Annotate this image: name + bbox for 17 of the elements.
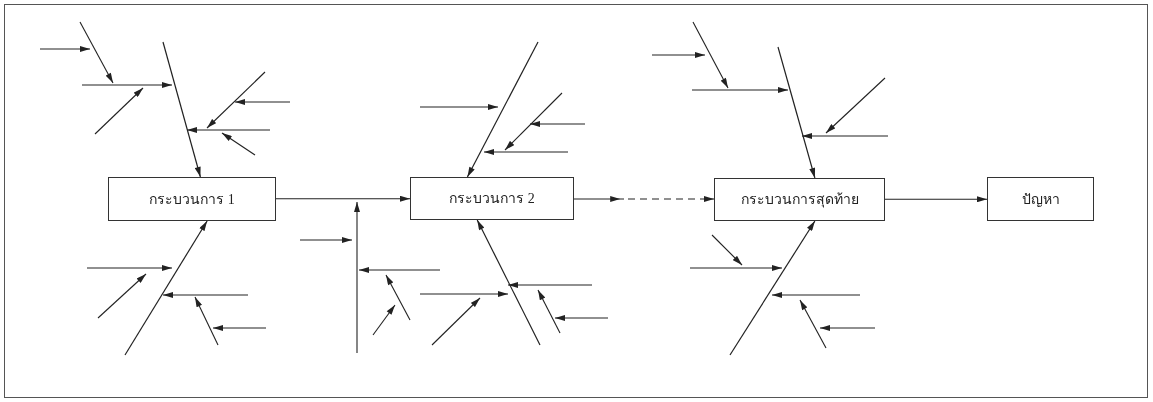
arrow (466, 41, 539, 178)
arrow (476, 219, 541, 346)
arrow (275, 195, 411, 202)
arrow (729, 220, 816, 356)
process-label: กระบวนการ 2 (449, 190, 535, 208)
arrow (162, 41, 201, 178)
process-label: กระบวนการ 1 (149, 190, 235, 209)
arrow (777, 46, 816, 179)
process-label: ปัญหา (1021, 190, 1060, 209)
process-box (410, 177, 574, 220)
process-label: กระบวนการสุดท้าย (740, 191, 859, 210)
process-box (987, 177, 1094, 221)
arrow (884, 196, 988, 203)
arrow (124, 220, 208, 356)
process-box (108, 177, 276, 221)
arrow (573, 196, 715, 202)
process-box (714, 178, 885, 221)
